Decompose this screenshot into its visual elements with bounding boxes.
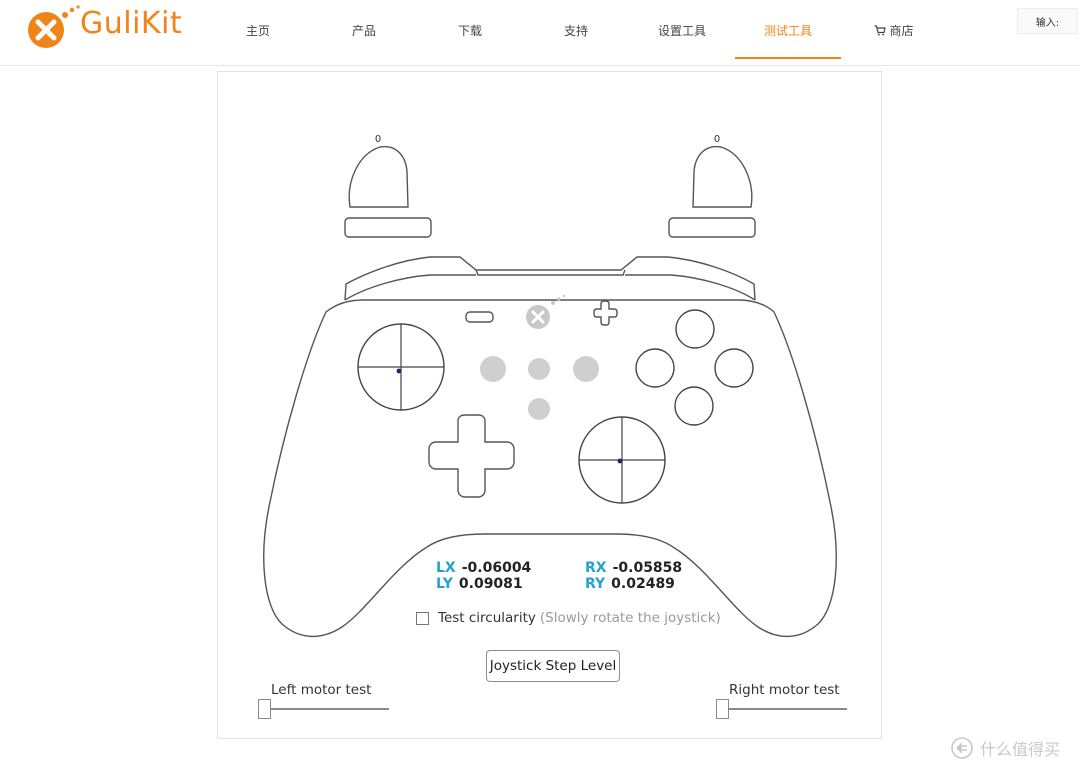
face-button-bottom	[674, 386, 714, 426]
lx-key: LX	[436, 560, 456, 576]
logo-wordmark: GuliKit	[80, 6, 183, 41]
rx-readout: RX -0.05858	[585, 560, 682, 576]
right-trigger	[692, 145, 753, 208]
nav-settings-tool-label: 设置工具	[657, 23, 706, 38]
home-logo-button	[526, 294, 566, 329]
nav-home-label: 主页	[245, 23, 270, 38]
minus-button	[465, 311, 494, 323]
circularity-checkbox[interactable]	[416, 611, 429, 625]
left-stick-position-dot	[396, 368, 402, 374]
ry-value: 0.02489	[611, 576, 675, 592]
nav-test-tool-label: 测试工具	[763, 23, 812, 38]
watermark-text: 什么值得买	[980, 740, 1061, 759]
joystick-step-level-button[interactable]: Joystick Step Level	[486, 650, 620, 682]
ly-key: LY	[436, 576, 453, 592]
dpad	[428, 414, 515, 498]
right-motor-slider[interactable]	[716, 698, 847, 720]
controller-body	[263, 299, 837, 638]
nav-support[interactable]: 支持	[523, 0, 629, 60]
shoulder-ridge	[344, 256, 756, 301]
nav-shop-label: 商店	[889, 23, 914, 38]
lx-readout: LX -0.06004	[436, 560, 531, 576]
left-joystick	[357, 323, 445, 411]
rx-key: RX	[585, 560, 607, 576]
ly-readout: LY 0.09081	[436, 576, 523, 592]
function-button	[573, 356, 599, 382]
nav-download[interactable]: 下载	[417, 0, 523, 60]
left-motor-thumb[interactable]	[258, 699, 271, 719]
input-select[interactable]: 输入:	[1017, 8, 1078, 34]
plus-button	[593, 300, 618, 326]
face-button-top	[675, 309, 715, 349]
main-nav: 主页 产品 下载 支持 设置工具 测试工具 商店	[205, 0, 947, 60]
nav-products-label: 产品	[351, 23, 376, 38]
left-bumper	[344, 217, 432, 238]
left-motor-track	[258, 708, 389, 710]
capture-button	[480, 356, 506, 382]
right-joystick	[578, 416, 666, 504]
right-motor-thumb[interactable]	[716, 699, 729, 719]
watermark-logo-icon	[951, 737, 973, 759]
nav-shop[interactable]: 商店	[841, 0, 947, 60]
controller-test-panel: 0 0	[217, 71, 882, 739]
right-motor-track	[716, 708, 847, 710]
watermark: 什么值得买	[950, 736, 1060, 760]
input-select-label: 输入:	[1035, 17, 1060, 29]
turbo-button	[528, 358, 550, 380]
face-button-left	[635, 348, 675, 388]
circularity-test: Test circularity (Slowly rotate the joys…	[416, 610, 721, 626]
nav-download-label: 下载	[457, 23, 482, 38]
shoulder-ridge-line	[344, 274, 756, 301]
right-trigger-value: 0	[714, 134, 720, 145]
right-bumper	[668, 217, 756, 238]
nav-settings-tool[interactable]: 设置工具	[629, 0, 735, 60]
lx-value: -0.06004	[461, 560, 532, 576]
circularity-label: Test circularity	[438, 610, 536, 626]
circularity-hint: (Slowly rotate the joystick)	[539, 610, 721, 626]
nav-support-label: 支持	[563, 23, 588, 38]
nav-test-tool[interactable]: 测试工具	[735, 0, 841, 60]
left-motor-label: Left motor test	[271, 682, 372, 698]
nav-products[interactable]: 产品	[311, 0, 417, 60]
shoulder-ridge-inner	[475, 269, 626, 276]
ry-readout: RY 0.02489	[585, 576, 675, 592]
gulikit-logo[interactable]: GuliKit	[22, 4, 187, 52]
right-motor-label: Right motor test	[729, 682, 840, 698]
right-stick-position-dot	[617, 458, 623, 464]
joystick-step-level-label: Joystick Step Level	[489, 658, 617, 674]
logo-mark-icon	[28, 5, 80, 48]
face-button-right	[714, 348, 754, 388]
nav-home[interactable]: 主页	[205, 0, 311, 60]
ry-key: RY	[585, 576, 606, 592]
cart-icon	[874, 24, 887, 35]
rx-value: -0.05858	[612, 560, 683, 576]
controller-diagram: 0 0	[263, 134, 837, 638]
left-trigger	[348, 145, 409, 208]
mode-button	[528, 398, 550, 420]
ly-value: 0.09081	[458, 576, 523, 592]
site-header: GuliKit 主页 产品 下载 支持 设置工具 测试工具 商店 输入:	[0, 0, 1080, 66]
left-trigger-value: 0	[375, 134, 381, 145]
left-motor-slider[interactable]	[258, 698, 389, 720]
